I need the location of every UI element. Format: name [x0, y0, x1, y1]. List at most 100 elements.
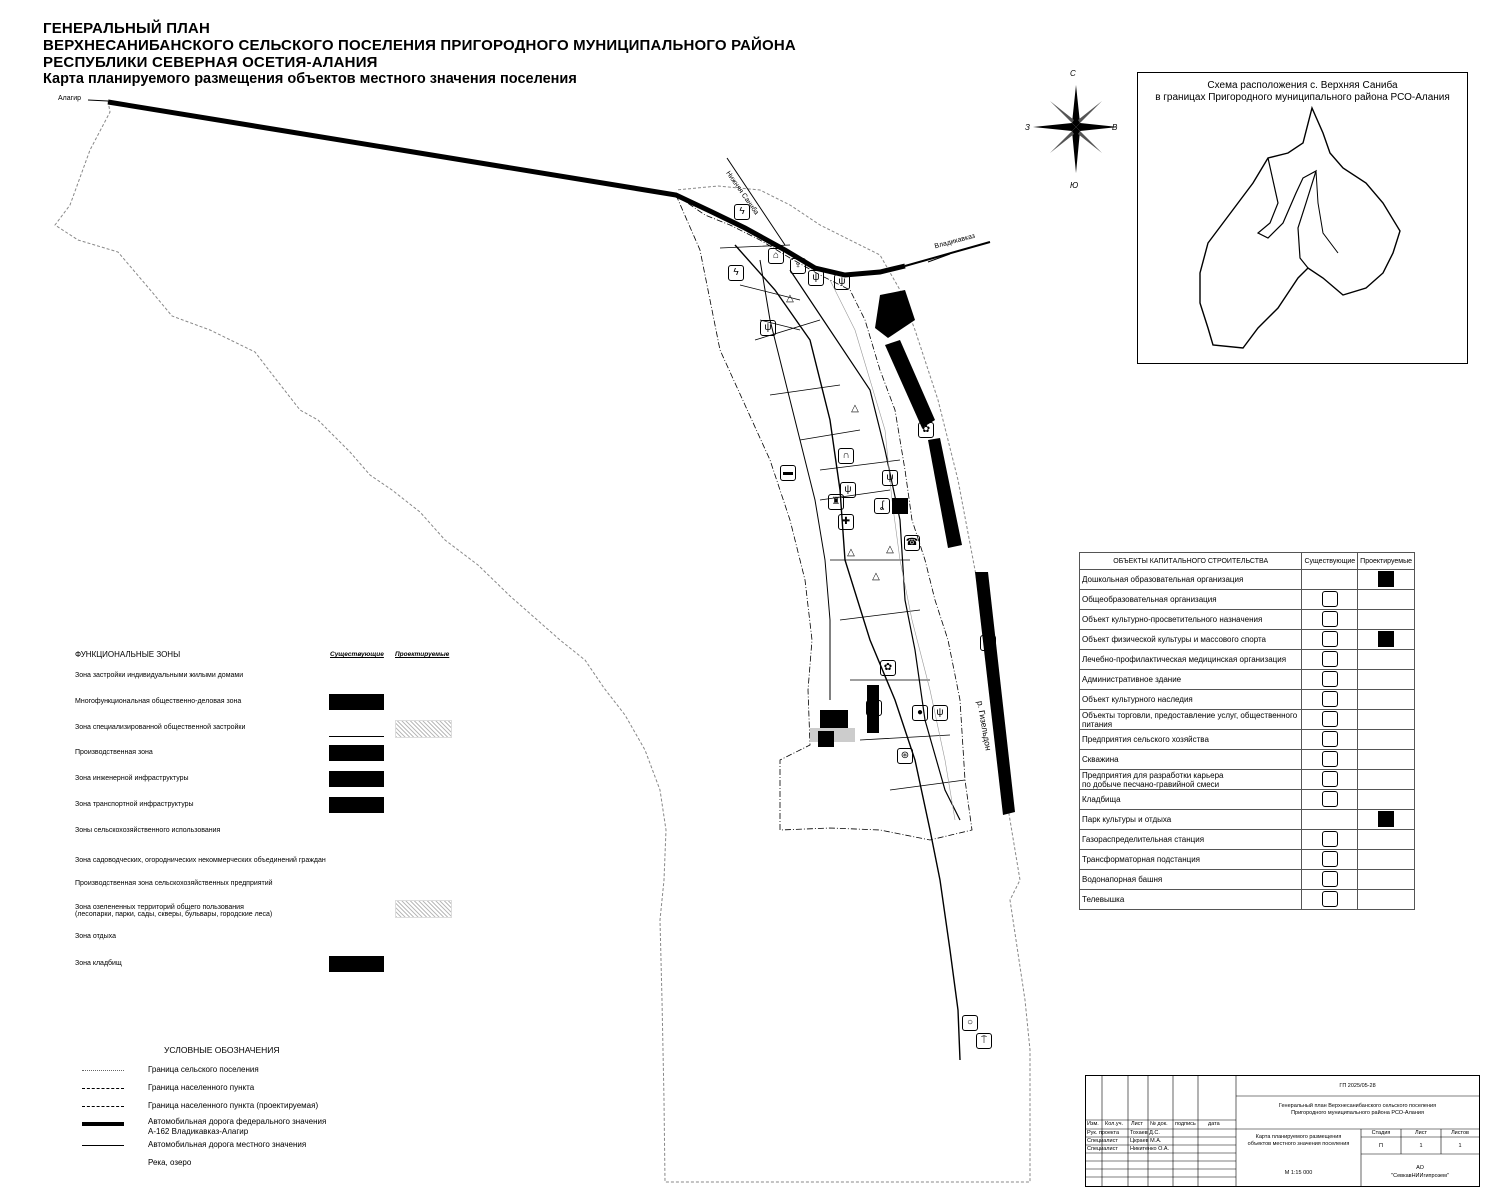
- zone-label-2: (лесопарки, парки, сады, скверы, бульвар…: [75, 911, 273, 918]
- river-line: [829, 279, 956, 821]
- sport-icon: ⊛: [897, 748, 913, 764]
- transformer-icon: ϟ: [734, 204, 750, 220]
- zone-swatch-existing: [329, 771, 384, 787]
- objects-label-text: Объект культурно-просветительного назнач…: [1082, 615, 1263, 624]
- arrow-alagir: [87, 99, 109, 102]
- objects-row-label: Газораспределительная станция: [1078, 829, 1303, 850]
- objects-existing-cell: [1301, 789, 1359, 810]
- objects-row: Скважина: [1078, 749, 1415, 770]
- zone-label: Зона кладбищ: [75, 960, 122, 967]
- zone-label: Зона специализированной общественной зас…: [75, 724, 246, 731]
- culture-icon: ♜: [828, 494, 844, 510]
- objects-planned-cell: [1357, 809, 1415, 830]
- legend-label: Граница населенного пункта: [148, 1083, 255, 1092]
- zone-row: Зона специализированной общественной зас…: [75, 724, 245, 731]
- objects-label-text: Трансформаторная подстанция: [1082, 855, 1200, 864]
- zone-label: Зона отдыха: [75, 933, 116, 940]
- gas-station-icon: △: [886, 544, 894, 555]
- zone-row: Производственная зона: [75, 749, 153, 756]
- objects-row: Объект физической культуры и массового с…: [1078, 629, 1415, 650]
- objects-label-text: Лечебно-профилактическая медицинская орг…: [1082, 655, 1287, 664]
- stamp-project-2: Пригородного муниципального района РСО-А…: [1291, 1110, 1424, 1116]
- gas-station-icon: [1321, 830, 1338, 847]
- legend-line-sample: [82, 1106, 124, 1107]
- objects-existing-cell: [1301, 749, 1359, 770]
- objects-row-label: Объект физической культуры и массового с…: [1078, 629, 1303, 650]
- legend-label: Граница населенного пункта (проектируема…: [148, 1101, 319, 1110]
- compass-s: Ю: [1070, 181, 1079, 190]
- sport-icon: [1321, 630, 1338, 647]
- zone-label: Производственная зона сельскохозяйственн…: [75, 880, 273, 887]
- objects-row-label: Общеобразовательная организация: [1078, 589, 1303, 610]
- legend-label: Автомобильная дорога федерального значен…: [148, 1117, 327, 1126]
- zone-row: Зона отдыха: [75, 933, 116, 940]
- objects-existing-cell: [1301, 609, 1359, 630]
- stamp-stage: П: [1379, 1143, 1383, 1149]
- stamp-col-sheet: Лист: [1415, 1130, 1427, 1136]
- zone-swatch-existing: [329, 736, 384, 737]
- objects-row: Предприятия сельского хозяйства: [1078, 729, 1415, 750]
- black-zone-6: [867, 685, 879, 733]
- objects-planned-cell: [1357, 569, 1415, 590]
- objects-planned-cell: [1357, 669, 1415, 690]
- stamp-org-1: АО: [1416, 1165, 1424, 1171]
- water-tower-icon: [1321, 870, 1338, 887]
- objects-row: Кладбища: [1078, 789, 1415, 810]
- objects-label-text: Водонапорная башня: [1082, 875, 1163, 884]
- heritage-icon: ⌂: [768, 248, 784, 264]
- zone-label: Зона озелененных территорий общего польз…: [75, 904, 244, 911]
- fork-knife-icon: ψ: [760, 320, 776, 336]
- stamp-h-podpis: подпись: [1175, 1121, 1196, 1127]
- legend-line-sample: [82, 1070, 124, 1071]
- culture-icon: [1321, 610, 1338, 627]
- objects-row: Парк культуры и отдыха: [1078, 809, 1415, 830]
- objects-planned-cell: [1357, 629, 1415, 650]
- stamp-r3-role: Специалист: [1087, 1146, 1118, 1152]
- zone-row: Зона транспортной инфраструктуры: [75, 801, 194, 808]
- legend-label: Автомобильная дорога местного значения: [148, 1140, 307, 1149]
- fork-knife-icon: ψ: [808, 270, 824, 286]
- objects-row: Административное здание: [1078, 669, 1415, 690]
- objects-row: Дошкольная образовательная организация: [1078, 569, 1415, 590]
- gas-station-icon: △: [786, 293, 794, 304]
- zones-col-existing: Существующие: [330, 651, 384, 658]
- objects-label-text: Объекты торговли, предоставление услуг, …: [1082, 710, 1298, 729]
- cemetery-icon: ∩: [838, 448, 854, 464]
- gas-station-icon: △: [872, 571, 880, 582]
- objects-row: Лечебно-профилактическая медицинская орг…: [1078, 649, 1415, 670]
- objects-existing-cell: [1301, 849, 1359, 870]
- objects-label-text: Административное здание: [1082, 675, 1182, 684]
- objects-label-text: Объект культурного наследия: [1082, 695, 1193, 704]
- black-zone-2: [885, 340, 935, 428]
- objects-planned-cell: [1357, 829, 1415, 850]
- objects-planned-cell: [1357, 609, 1415, 630]
- zone-label: Многофункциональная общественно-деловая …: [75, 698, 242, 705]
- objects-row-label: Трансформаторная подстанция: [1078, 849, 1303, 870]
- stamp-h-ndok: № док.: [1150, 1121, 1168, 1127]
- medical-cross-icon: ✚: [838, 514, 854, 530]
- quarry-icon: ✿: [880, 660, 896, 676]
- stamp-r1-role: Рук. проекта: [1087, 1130, 1120, 1136]
- zones-header: ФУНКЦИОНАЛЬНЫЕ ЗОНЫ: [75, 650, 181, 659]
- quarry-icon: ✿: [883, 311, 899, 327]
- stamp-r1-name: Тохаев Д.С.: [1130, 1130, 1160, 1136]
- quarry-icon: [1321, 770, 1338, 787]
- objects-row-label: Лечебно-профилактическая медицинская орг…: [1078, 649, 1303, 670]
- stamp-h-koluch: Кол.уч.: [1105, 1121, 1124, 1127]
- zone-row: Многофункциональная общественно-деловая …: [75, 698, 241, 705]
- legend-line-sample: [82, 1145, 124, 1146]
- stamp-h-list: Лист: [1131, 1121, 1143, 1127]
- objects-label-text: Кладбища: [1082, 795, 1121, 804]
- zone-swatch-existing: [329, 694, 384, 710]
- stamp-r3-name: Никитенко О.А.: [1130, 1146, 1170, 1152]
- objects-label-text: Телевышка: [1082, 895, 1125, 904]
- transformer-icon: [1321, 850, 1338, 867]
- cafe-icon: ♆: [790, 258, 806, 274]
- compass-rose-icon: [1033, 85, 1118, 173]
- zone-label: Зоны сельскохозяйственного использования: [75, 827, 221, 834]
- zone-row: Зона садоводческих, огороднических неком…: [75, 857, 326, 864]
- objects-row: Объекты торговли, предоставление услуг, …: [1078, 709, 1415, 730]
- label-alagir: Алагир: [58, 95, 82, 102]
